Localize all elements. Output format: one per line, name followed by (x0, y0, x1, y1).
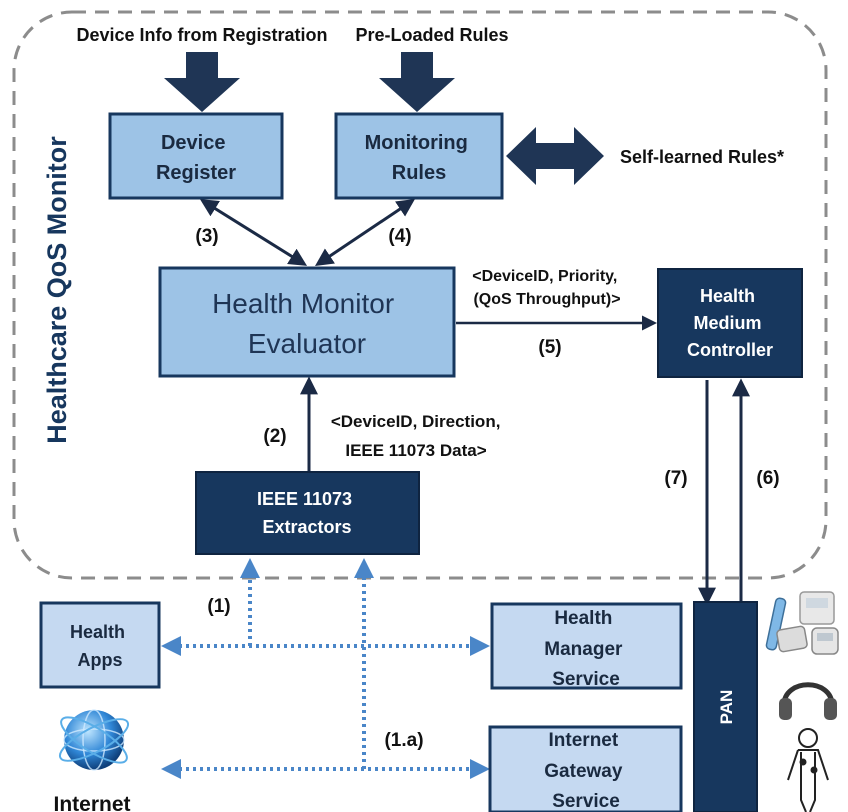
manager-service-box (490, 602, 683, 690)
medium-controller-label: Health Medium Controller (687, 286, 773, 360)
step2-label: (2) (263, 426, 286, 447)
monitoring-rules-box (334, 112, 504, 200)
registration-input-label: Device Info from Registration (76, 25, 327, 45)
step1-label: (1) (207, 596, 230, 617)
step3-label: (3) (195, 226, 218, 247)
msg2-label: <DeviceID, Direction, IEEE 11073 Data> (331, 412, 505, 460)
registration-input-arrow (164, 52, 240, 112)
medical-devices-icon (765, 591, 839, 655)
preloaded-input-arrow (379, 52, 455, 112)
health-apps-box (39, 601, 161, 689)
monitor-boundary (12, 10, 828, 580)
monitor-title: Healthcare QoS Monitor (42, 136, 72, 444)
step5-label: (5) (538, 337, 561, 358)
step1a-label: (1.a) (384, 730, 423, 751)
manager-service-label: Health Manager Service (544, 608, 627, 690)
dotted-connectors (161, 558, 490, 779)
extractors-box (195, 471, 420, 555)
health-apps-label: Health Apps (70, 622, 130, 670)
person-sensor-icon (787, 728, 829, 812)
evaluator-box (158, 266, 456, 378)
headphones-icon (779, 682, 837, 720)
monitoring-rules-label: Monitoring Rules (365, 132, 474, 184)
medium-controller-box (657, 268, 803, 378)
selflearned-label: Self-learned Rules* (620, 147, 784, 167)
evaluator-label: Health Monitor Evaluator (212, 288, 402, 359)
gateway-service-label: Internet Gateway Service (544, 730, 627, 812)
gateway-service-box (488, 725, 683, 812)
device-register-label: Device Register (156, 132, 236, 184)
device-register-box (108, 112, 284, 200)
step7-label: (7) (664, 468, 687, 489)
globe-icon (58, 709, 130, 771)
step6-label: (6) (756, 468, 779, 489)
internet-label: Internet (53, 793, 130, 812)
preloaded-input-label: Pre-Loaded Rules (355, 25, 508, 45)
extractors-label: IEEE 11073 Extractors (257, 489, 357, 537)
step4-label: (4) (388, 226, 411, 247)
pan-bar (693, 601, 758, 812)
selflearned-double-arrow (506, 127, 604, 185)
arrow-register-evaluator (199, 199, 308, 266)
pan-label: PAN (717, 690, 736, 725)
msg5-label: <DeviceID, Priority, (QoS Throughput)> (472, 268, 622, 308)
arrow-rules-evaluator (315, 198, 415, 267)
